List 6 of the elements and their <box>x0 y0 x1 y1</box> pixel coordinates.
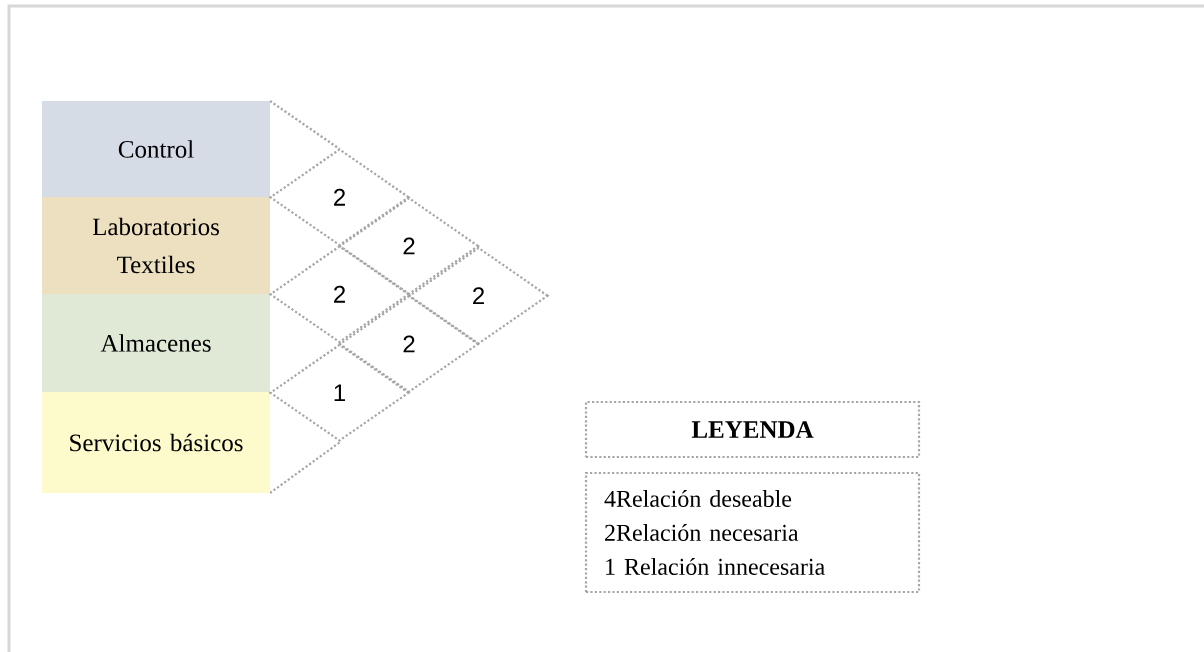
department-box: Almacenes <box>42 294 270 392</box>
department-box: Laboratorios Textiles <box>42 197 270 294</box>
department-box: Servicios básicos <box>42 392 270 493</box>
legend-box: 4Relación deseable 2Relación necesaria 1 Relación innecesaria <box>584 471 921 594</box>
legend-title-box: LEYENDA <box>584 400 921 459</box>
department-box: Control <box>42 101 270 197</box>
